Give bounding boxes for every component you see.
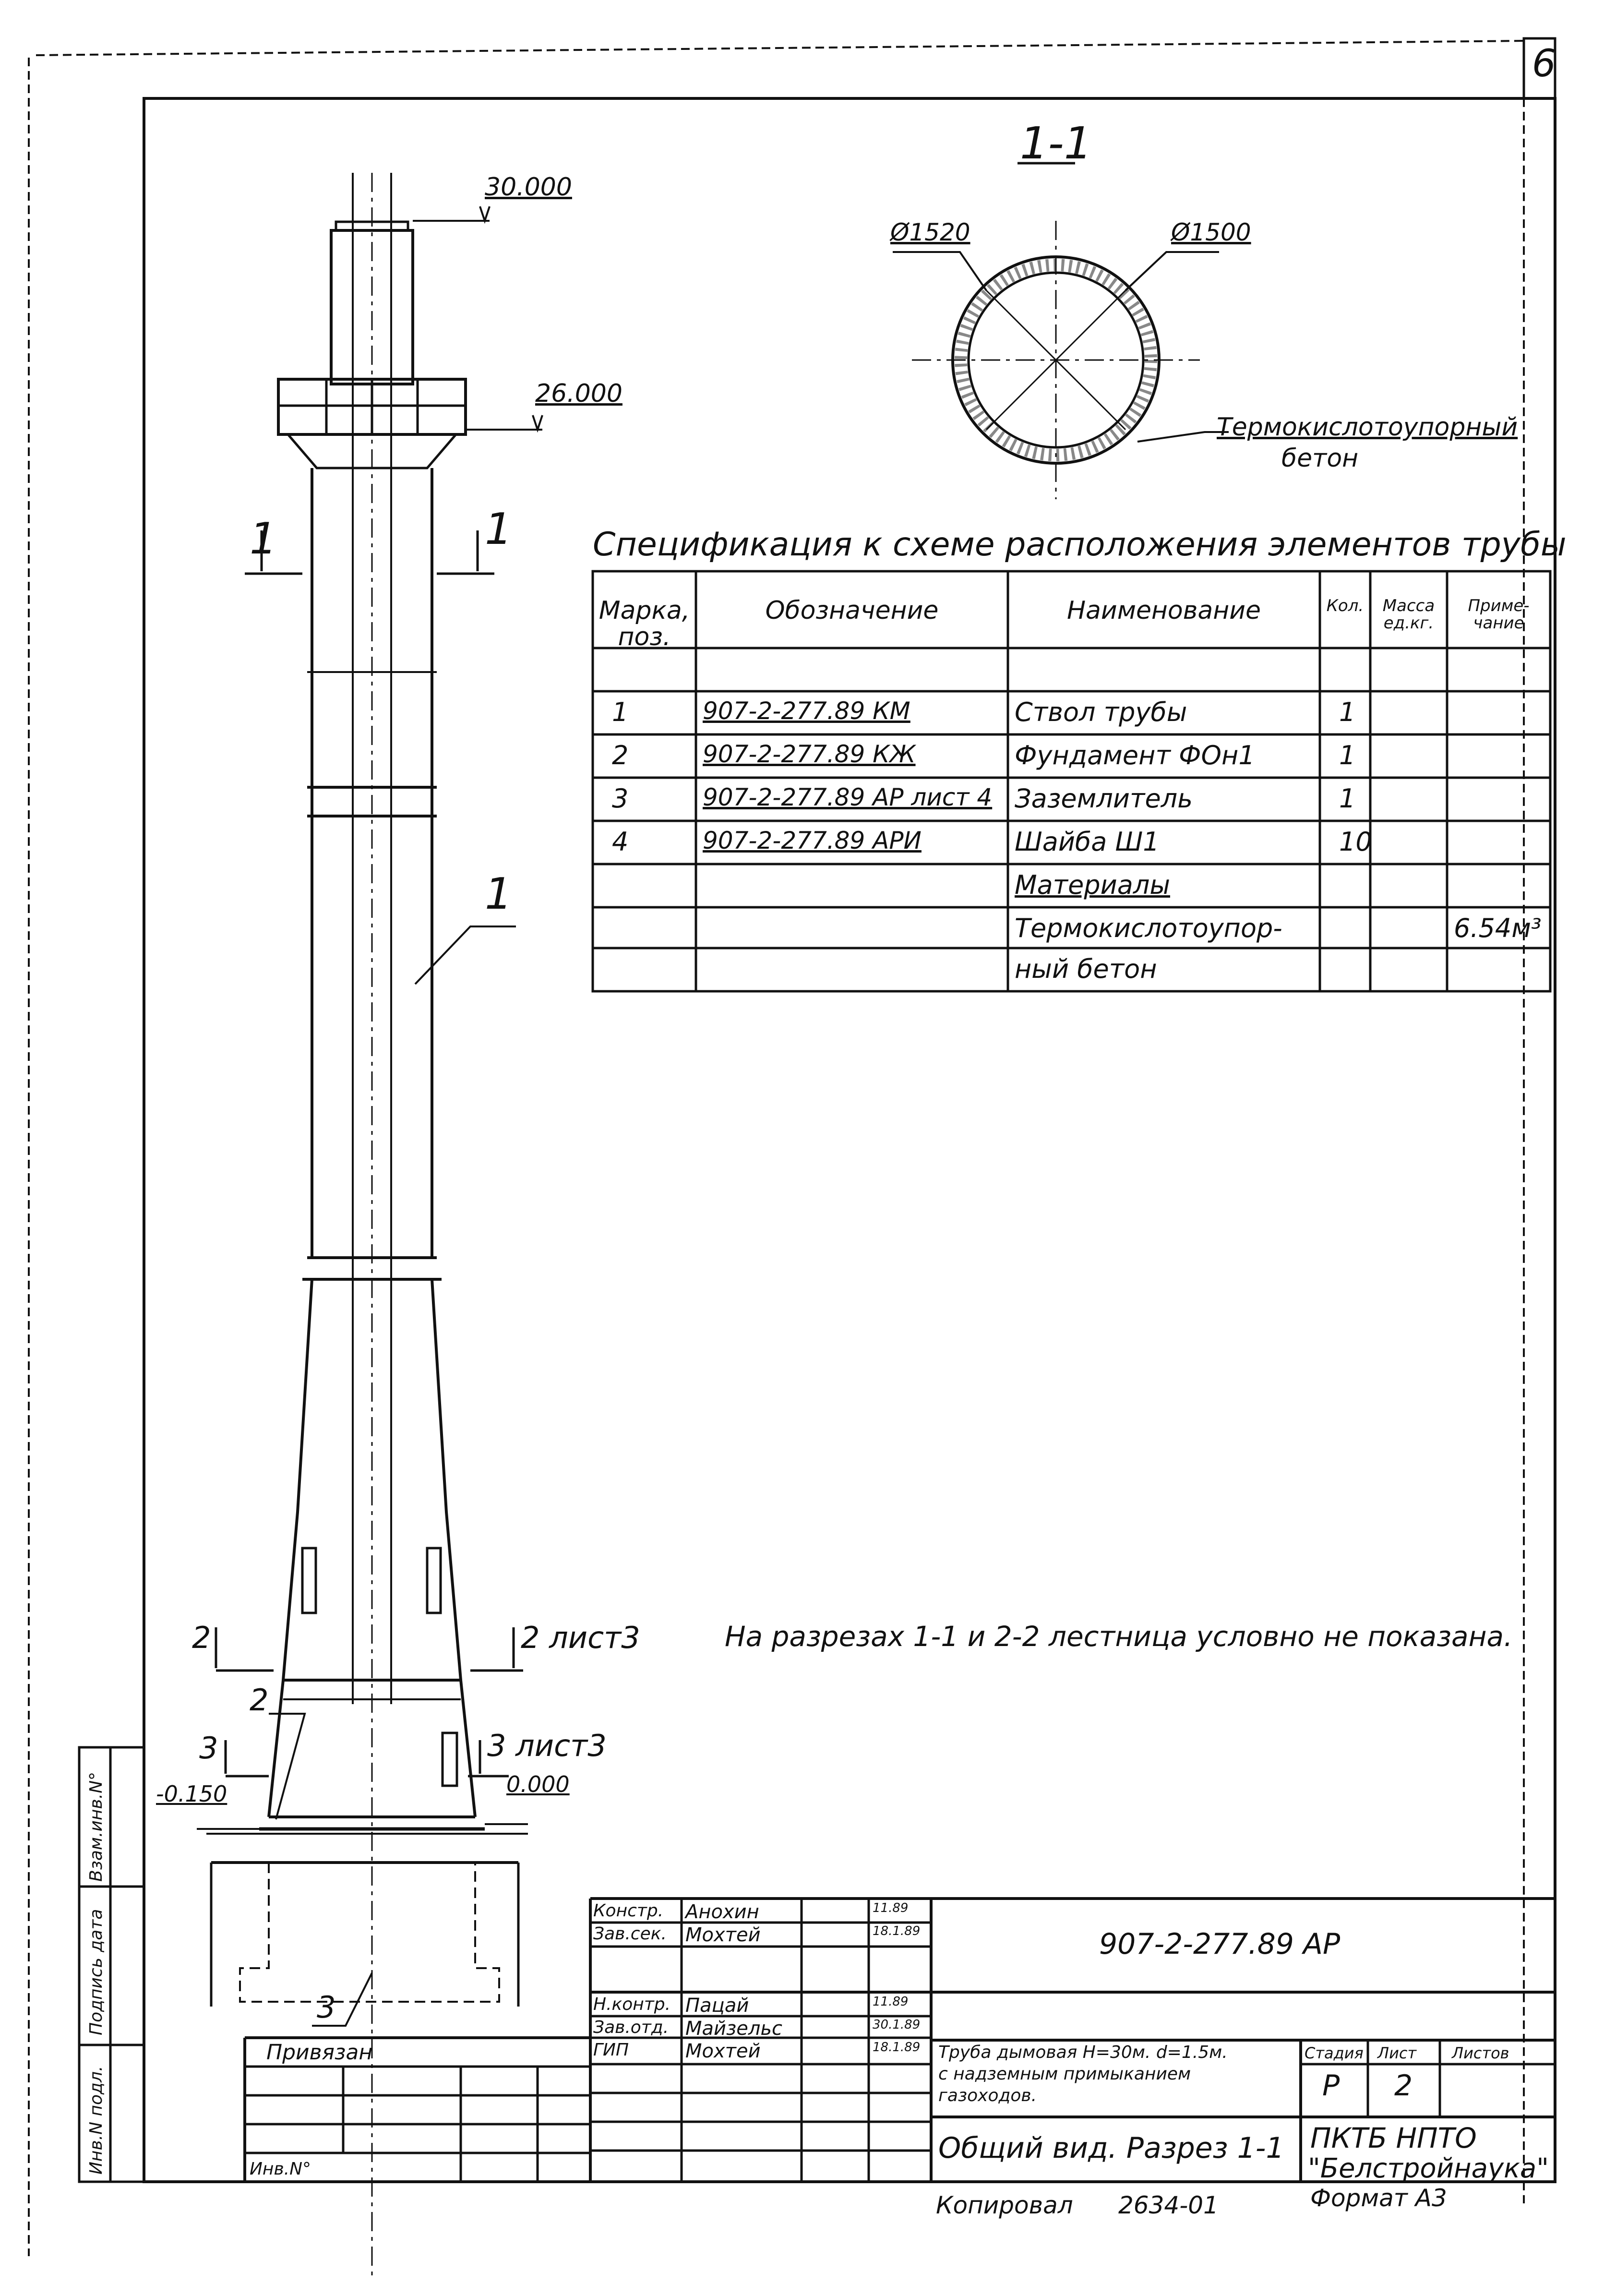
stamp-person-date: 11.89 <box>873 1995 909 2009</box>
section-title: 1-1 <box>1020 118 1092 169</box>
format-label: Формат А3 <box>1310 2184 1447 2212</box>
sheet-value: 2 <box>1394 2069 1413 2103</box>
stamp-person-role: Зав.отд. <box>593 2018 669 2037</box>
copied-label: Копировал <box>936 2191 1073 2219</box>
spec-cell: 907-2-277.89 КМ <box>703 697 910 725</box>
org-name-1: ПКТБ НПТО <box>1310 2122 1477 2154</box>
spec-cell: ный бетон <box>1015 954 1157 984</box>
stage-value: Р <box>1322 2069 1340 2103</box>
elevation-ground-right: 0.000 <box>506 1771 570 1797</box>
spec-cell: 6.54м³ <box>1454 913 1542 943</box>
lining-label-2: бетон <box>1281 444 1359 473</box>
spec-header-cell: Кол. <box>1326 596 1364 615</box>
inner-frame <box>143 97 1556 2183</box>
spec-cell: 1 <box>1339 783 1356 814</box>
section-note: На разрезах 1-1 и 2-2 лестница условно н… <box>725 1620 1513 1653</box>
stamp-person-name: Мохтей <box>685 2040 761 2062</box>
stamp-title-1: Труба дымовая Н=30м. d=1.5м. <box>938 2043 1228 2062</box>
spec-cell: 1 <box>1339 740 1356 770</box>
stamp-person-role: Н.контр. <box>593 1995 671 2014</box>
section-mark-2-right: 2 лист3 <box>521 1620 640 1655</box>
stamp-person-name: Майзельс <box>685 2018 783 2040</box>
elevation-ground-left: -0.150 <box>156 1781 227 1807</box>
outer-diameter-label: Ø1520 <box>890 218 970 246</box>
spec-cell: 1 <box>1339 697 1356 727</box>
spec-header-cell: Приме-чание <box>1468 596 1530 633</box>
spec-cell: Шайба Ш1 <box>1015 827 1160 857</box>
spec-cell: Ствол трубы <box>1015 697 1187 727</box>
stamp-title-3: газоходов. <box>938 2086 1037 2105</box>
section-mark-3-right: 3 лист3 <box>487 1728 607 1763</box>
lining-label: Термокислотоупорный <box>1217 413 1518 442</box>
spec-cell: 907-2-277.89 АРИ <box>703 827 922 854</box>
stamp-person-name: Мохтей <box>685 1924 761 1946</box>
inner-diameter-label: Ø1500 <box>1171 218 1251 246</box>
spec-cell: 4 <box>612 827 629 857</box>
spec-cell: 1 <box>612 697 629 727</box>
elevation-platform: 26.000 <box>535 379 622 408</box>
spec-cell: 2 <box>612 740 629 770</box>
section-mark-1-left: 1 <box>250 514 277 564</box>
spec-cell: Термокислотоупор- <box>1015 913 1282 943</box>
spec-cell: 907-2-277.89 АР лист 4 <box>703 783 993 811</box>
stage-label: Стадия <box>1305 2044 1364 2062</box>
spec-table-grid <box>591 570 1552 993</box>
stamp-title-2: с надземным примыканием <box>938 2064 1191 2084</box>
stamp-person-role: ГИП <box>593 2040 629 2060</box>
stamp-grid <box>243 1897 1555 2182</box>
elevation-top: 30.000 <box>485 173 572 202</box>
org-name-2: "Белстройнаука" <box>1308 2153 1549 2184</box>
stamp-person-date: 30.1.89 <box>873 2018 921 2032</box>
stamp-person-date: 11.89 <box>873 1901 909 1915</box>
spec-header-cell: Наименование <box>1066 596 1261 625</box>
side-label-inv-original: Инв.N подл. <box>86 2066 106 2175</box>
callout-1: 1 <box>485 869 513 919</box>
inv-label: Инв.N° <box>250 2159 311 2179</box>
spec-cell: Материалы <box>1015 870 1170 900</box>
stamp-person-date: 18.1.89 <box>873 1924 921 1938</box>
spec-cell: 907-2-277.89 КЖ <box>703 740 916 768</box>
section-mark-2-left: 2 <box>192 1620 211 1655</box>
sheet-number: 6 <box>1532 42 1556 85</box>
stamp-person-role: Зав.сек. <box>593 1924 667 1944</box>
spec-cell: 10 <box>1339 827 1372 857</box>
doc-code: 907-2-277.89 АР <box>1099 1927 1341 1961</box>
stamp-person-date: 18.1.89 <box>873 2040 921 2055</box>
side-label-replace-inv: Взам.инв.N° <box>86 1771 106 1882</box>
section-1-1 <box>893 162 1229 499</box>
section-mark-3-left: 3 <box>199 1731 218 1766</box>
stamp-person-name: Пацай <box>685 1995 749 2017</box>
spec-cell: Заземлитель <box>1015 783 1193 814</box>
stamp-person-role: Констр. <box>593 1901 664 1921</box>
side-label-signature-date: Подпись дата <box>86 1909 106 2035</box>
stamp-person-name: Анохин <box>685 1901 759 1923</box>
callout-3: 3 <box>317 1990 336 2025</box>
sheet-label: Лист <box>1377 2044 1417 2062</box>
callout-2: 2 <box>250 1683 269 1718</box>
spec-title: Спецификация к схеме расположения элемен… <box>593 526 1567 564</box>
section-mark-1-right: 1 <box>485 504 513 554</box>
binding-label: Привязан <box>266 2040 373 2065</box>
spec-header-cell: Масса ед.кг. <box>1382 596 1435 633</box>
spec-header-cell: Марка, поз. <box>599 596 690 651</box>
spec-cell: Фундамент ФОн1 <box>1015 740 1255 770</box>
chimney-elevation <box>206 173 528 2275</box>
drawing-name: Общий вид. Разрез 1-1 <box>938 2131 1284 2165</box>
spec-header-cell: Обозначение <box>765 596 939 625</box>
sheets-label: Листов <box>1452 2044 1509 2062</box>
copied-code: 2634-01 <box>1118 2191 1219 2219</box>
spec-cell: 3 <box>612 783 629 814</box>
